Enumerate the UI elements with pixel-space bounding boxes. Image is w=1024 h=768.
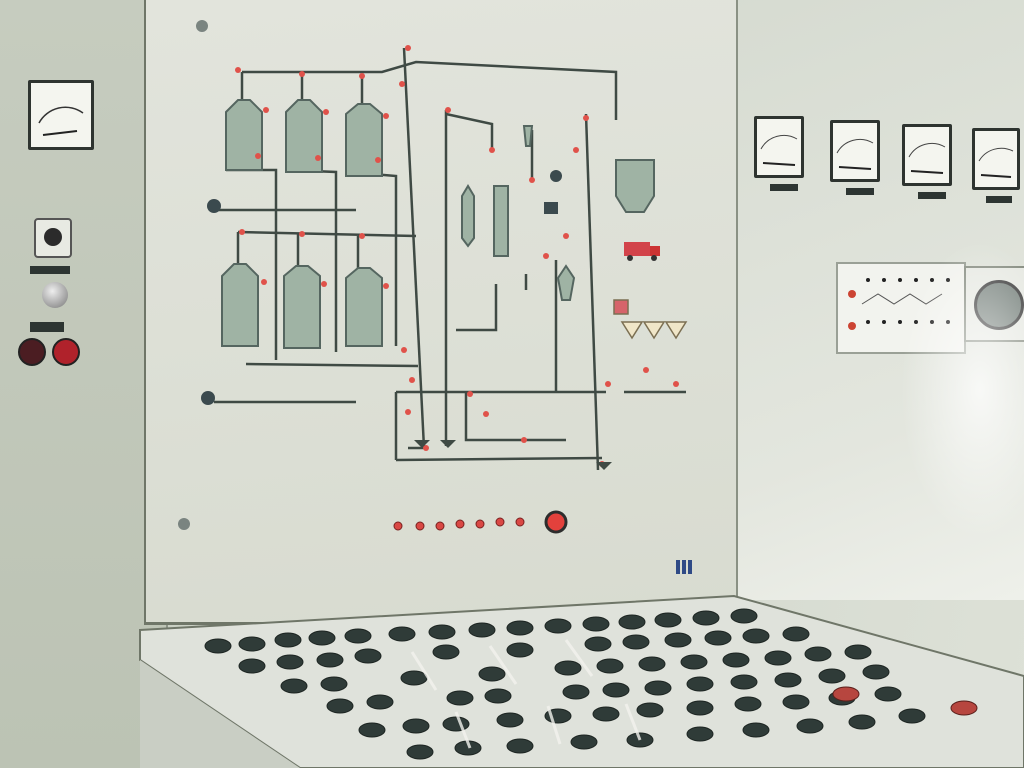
meter-needle-icon	[836, 138, 874, 170]
meter-label-plate	[846, 188, 874, 195]
light-reflection	[900, 240, 1024, 540]
analog-meter	[28, 80, 94, 150]
meter-label-plate	[986, 196, 1012, 203]
screw-icon	[178, 518, 190, 530]
process-flow-diagram	[178, 20, 692, 574]
truck-icon	[624, 242, 660, 261]
red-buttons	[832, 686, 978, 716]
pump-icon	[207, 199, 221, 213]
analog-meter	[902, 124, 952, 186]
control-buttons	[204, 608, 926, 760]
mimic-flow-board	[144, 0, 738, 625]
switch-levers	[410, 639, 642, 749]
screw-icon	[196, 20, 208, 32]
start-button[interactable]	[52, 338, 80, 366]
analog-meter	[754, 116, 804, 178]
pump-icon	[201, 391, 215, 405]
chrome-knob[interactable]	[42, 282, 68, 308]
stop-button[interactable]	[18, 338, 46, 366]
meter-needle-icon	[38, 106, 84, 136]
left-cabinet-panel	[0, 0, 168, 768]
meter-needle-icon	[908, 142, 946, 174]
meter-needle-icon	[978, 147, 1014, 178]
analog-meter	[972, 128, 1020, 190]
manufacturer-logo-icon	[676, 560, 692, 574]
analog-meter	[830, 120, 880, 182]
alarm-lamp	[544, 510, 568, 534]
meter-label-plate	[918, 192, 946, 199]
label-plate	[30, 322, 64, 332]
label-plate	[30, 266, 70, 274]
meter-needle-icon	[760, 134, 798, 166]
selector-switch[interactable]	[34, 218, 72, 258]
meter-label-plate	[770, 184, 798, 191]
selector-knob-icon	[44, 228, 62, 246]
